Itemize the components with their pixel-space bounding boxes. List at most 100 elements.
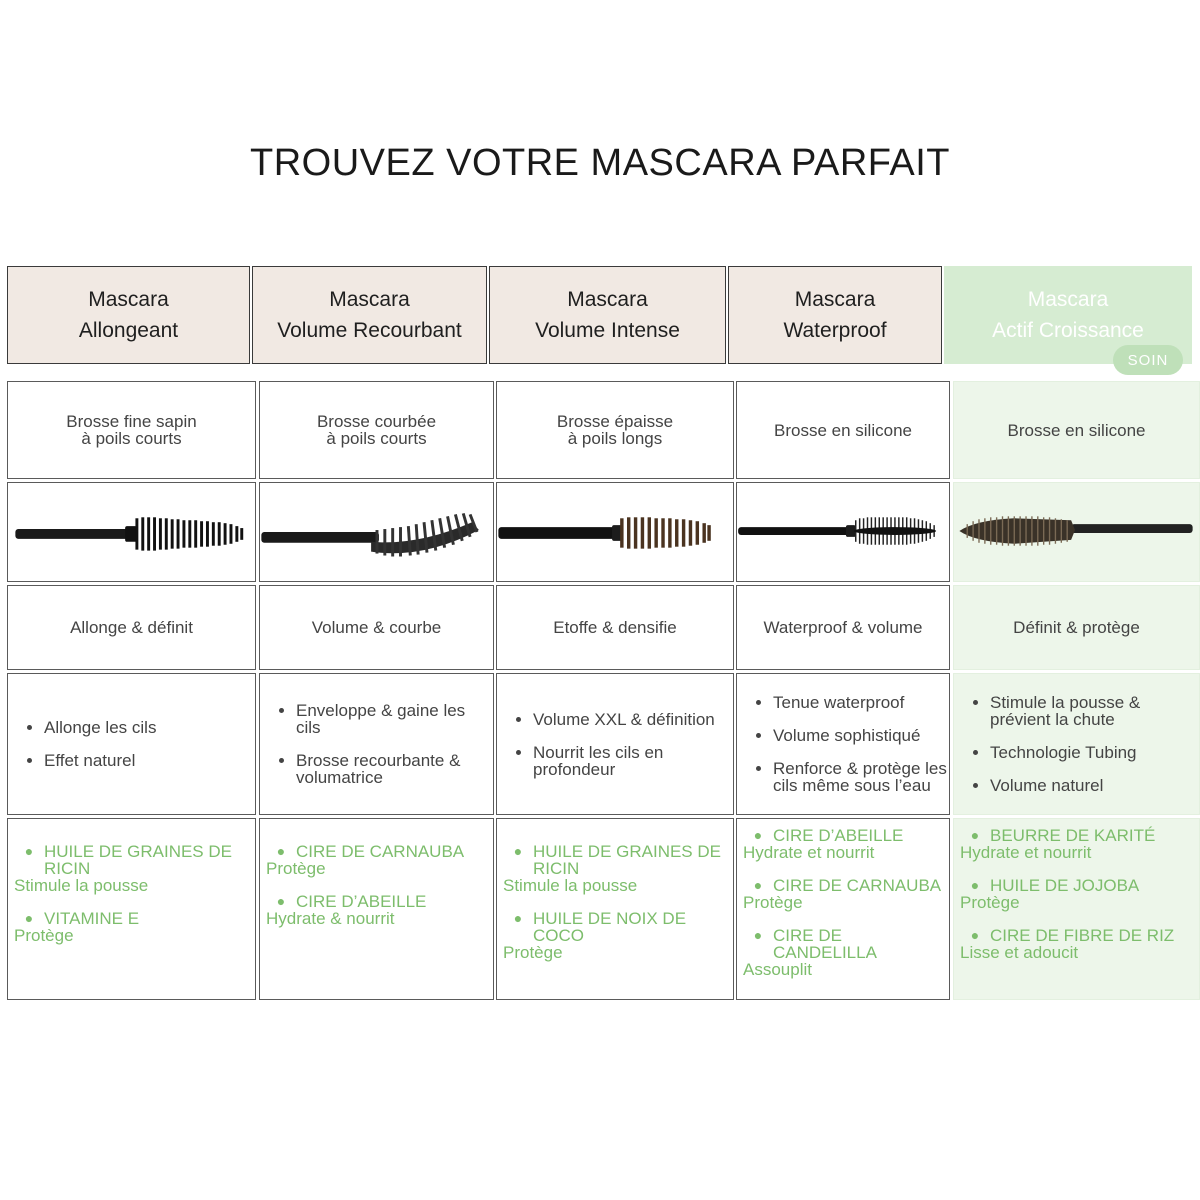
benefit-item: Effet naturel xyxy=(44,752,156,769)
ingredients-cell: ●HUILE DE GRAINES DE RICIN Stimule la po… xyxy=(496,818,734,1000)
ingredient-name: VITAMINE E xyxy=(44,909,140,928)
bullet-icon: ● xyxy=(513,843,523,859)
header-actif-croissance: Mascara Actif Croissance xyxy=(944,266,1192,364)
benefits-cell: Enveloppe & gaine les cils Brosse recour… xyxy=(259,673,494,815)
effect-cell: Etoffe & densifie xyxy=(496,585,734,670)
benefits-cell: Allonge les cils Effet naturel xyxy=(7,673,256,815)
bullet-icon: ● xyxy=(276,893,286,909)
ingredient-item: ● CIRE DE CARNAUBA Protège xyxy=(266,843,464,877)
ingredients-cell: ● HUILE DE GRAINES DE RICIN Stimule la po… xyxy=(7,818,256,1000)
ingredients-cell: ●BEURRE DE KARITÉ Hydrate et nourrit ●HU… xyxy=(953,818,1200,1000)
brush-image-waterproof xyxy=(736,482,950,582)
ingredient-desc: Lisse et adoucit xyxy=(960,943,1079,962)
ingredient-name: HUILE DE GRAINES DE RICIN xyxy=(533,842,721,878)
benefits-list: Enveloppe & gaine les cils Brosse recour… xyxy=(260,702,493,786)
benefit-item: Renforce & protège les cils même sous l’… xyxy=(773,760,949,794)
benefits-cell: Stimule la pousse & prévient la chute Te… xyxy=(953,673,1200,815)
ingredient-item: ●HUILE DE GRAINES DE RICIN Stimule la po… xyxy=(503,843,727,894)
ingredient-desc: Hydrate et nourrit xyxy=(960,843,1092,862)
header-line1: Mascara xyxy=(88,288,169,311)
benefit-item: Enveloppe & gaine les cils xyxy=(296,702,493,736)
benefits-cell: Tenue waterproof Volume sophistiqué Renf… xyxy=(736,673,950,815)
ingredient-desc: Protège xyxy=(960,893,1020,912)
ingredient-item: ●HUILE DE JOJOBA Protège xyxy=(960,877,1139,911)
brush-type-line2: à poils courts xyxy=(326,429,427,448)
header-line2: Waterproof xyxy=(783,319,887,342)
benefits-list: Allonge les cils Effet naturel xyxy=(8,719,156,769)
brush-image-allongeant xyxy=(7,482,256,582)
curved-black-brush-icon xyxy=(261,512,479,557)
benefits-list: Stimule la pousse & prévient la chute Te… xyxy=(954,694,1199,794)
ingredient-name: HUILE DE GRAINES DE RICIN xyxy=(44,842,232,878)
benefit-item: Nourrit les cils en profondeur xyxy=(533,744,733,778)
ingredients-cell: ●CIRE D’ABEILLE Hydrate et nourrit ●CIRE… xyxy=(736,818,950,1000)
bullet-icon: ● xyxy=(24,910,34,926)
header-line2: Allongeant xyxy=(78,319,179,342)
effect-cell: Waterproof & volume xyxy=(736,585,950,670)
ingredient-name: BEURRE DE KARITÉ xyxy=(990,826,1156,845)
effect-cell: Définit & protège xyxy=(953,585,1200,670)
header-line1: Mascara xyxy=(1027,288,1109,311)
header-line2: Actif Croissance xyxy=(992,319,1144,342)
brush-image-actif-croissance xyxy=(953,482,1200,582)
ingredient-desc: Hydrate & nourrit xyxy=(266,909,395,928)
ingredient-item: ● CIRE D’ABEILLE Hydrate & nourrit xyxy=(266,893,426,927)
header-line2: Volume Intense xyxy=(535,319,680,342)
header-volume-intense: Mascara Volume Intense xyxy=(489,266,726,364)
soin-badge: SOIN xyxy=(1113,345,1183,375)
bullet-icon: ● xyxy=(276,843,286,859)
brush-image-volume-recourbant xyxy=(259,482,494,582)
header-volume-recourbant: Mascara Volume Recourbant xyxy=(252,266,487,364)
ingredient-name: HUILE DE NOIX DE COCO xyxy=(533,909,687,945)
ingredient-desc: Protège xyxy=(503,943,563,962)
header-waterproof: Mascara Waterproof xyxy=(728,266,942,364)
ingredient-item: ● HUILE DE GRAINES DE RICIN Stimule la po… xyxy=(14,843,249,894)
bullet-icon: ● xyxy=(753,927,763,943)
ingredient-item: ●BEURRE DE KARITÉ Hydrate et nourrit xyxy=(960,827,1155,861)
ingredient-desc: Assouplit xyxy=(743,960,812,979)
benefit-item: Volume sophistiqué xyxy=(773,727,949,744)
effect-cell: Allonge & définit xyxy=(7,585,256,670)
ingredient-item: ●CIRE DE CANDELILLA Assouplit xyxy=(743,927,943,978)
silicone-brown-brush-icon xyxy=(959,516,1193,546)
ingredients-cell: ● CIRE DE CARNAUBA Protège ● CIRE D’ABEILL… xyxy=(259,818,494,1000)
benefit-item: Volume naturel xyxy=(990,777,1199,794)
ingredient-name: CIRE D’ABEILLE xyxy=(773,826,904,845)
bullet-icon: ● xyxy=(970,927,980,943)
header-line1: Mascara xyxy=(567,288,648,311)
ingredient-name: CIRE D’ABEILLE xyxy=(296,892,427,911)
thick-brown-brush-icon xyxy=(498,517,711,549)
ingredient-name: CIRE DE CARNAUBA xyxy=(773,876,942,895)
brush-type-line2: à poils courts xyxy=(81,429,182,448)
brush-image-volume-intense xyxy=(496,482,734,582)
brush-type-line1: Brosse épaisse xyxy=(556,412,674,431)
brush-type-line1: Brosse courbée xyxy=(316,412,437,431)
benefits-cell: Volume XXL & définition Nourrit les cils… xyxy=(496,673,734,815)
brush-type-cell: Brosse en silicone xyxy=(953,381,1200,479)
ingredient-item: ●CIRE D’ABEILLE Hydrate et nourrit xyxy=(743,827,903,861)
ingredient-item: ● CIRE DE FIBRE DE RIZ Lisse et adoucit xyxy=(960,927,1174,961)
ingredient-desc: Hydrate et nourrit xyxy=(743,843,875,862)
header-line1: Mascara xyxy=(794,288,876,311)
ingredient-item: ●HUILE DE NOIX DE COCO Protège xyxy=(503,910,727,961)
ingredient-desc: Protège xyxy=(743,893,803,912)
ingredient-desc: Protège xyxy=(266,859,326,878)
page-title: TROUVEZ VOTRE MASCARA PARFAIT xyxy=(249,142,950,184)
header-allongeant: Mascara Allongeant xyxy=(7,266,250,364)
bullet-icon: ● xyxy=(753,877,763,893)
bullet-icon: ● xyxy=(24,843,34,859)
ingredient-name: CIRE DE FIBRE DE RIZ xyxy=(990,926,1175,945)
ingredient-item: ●VITAMINE E Protège xyxy=(14,910,139,944)
header-line1: Mascara xyxy=(329,288,410,311)
header-line2: Volume Recourbant xyxy=(277,319,462,342)
ingredient-name: CIRE DE CARNAUBA xyxy=(296,842,465,861)
ingredient-desc: Stimule la pousse xyxy=(14,876,149,895)
benefits-list: Volume XXL & définition Nourrit les cils… xyxy=(497,711,733,778)
brush-type-line2: à poils longs xyxy=(567,429,663,448)
benefit-item: Stimule la pousse & prévient la chute xyxy=(990,694,1199,728)
silicone-black-brush-icon xyxy=(738,517,937,545)
benefit-item: Brosse recourbante & volumatrice xyxy=(296,752,493,786)
